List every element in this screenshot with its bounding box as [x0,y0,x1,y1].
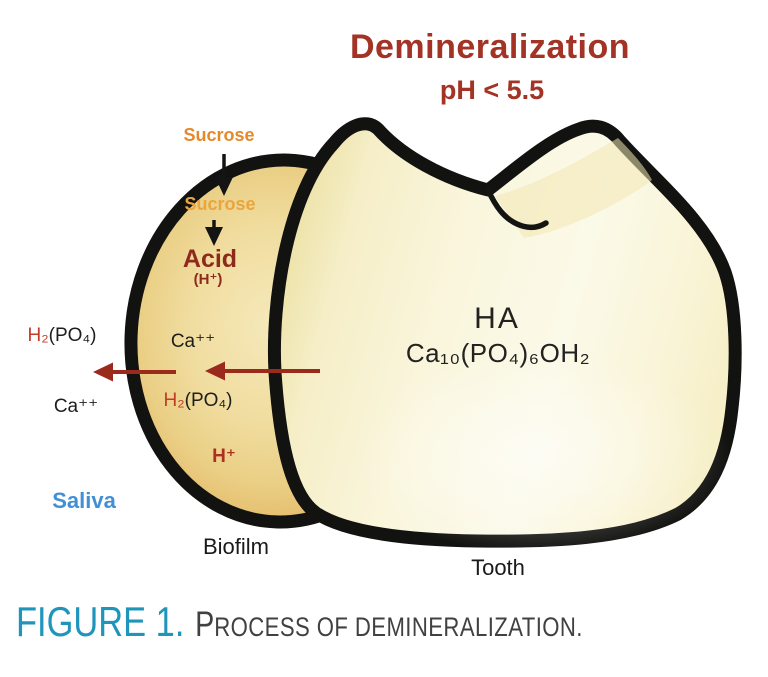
tooth-label: Tooth [471,555,525,580]
arrow-left-ion-flow-inner-icon [205,361,320,381]
biofilm-label: Biofilm [202,534,270,559]
phosphate-outer-h2: H₂ [27,325,49,346]
caption-text: PROCESS OF DEMINERALIZATION. [195,605,583,644]
arrow-down-sucrose-1-icon [215,154,233,196]
phosphate-inner-h2: H₂ [163,390,185,411]
sucrose-outer-label: Sucrose [183,125,255,145]
hydroxyapatite-formula-label: Ca₁₀(PO₄)₆OH₂ [405,338,591,368]
arrow-left-ion-flow-outer-icon [93,362,176,382]
hydroxyapatite-abbrev-label: HA [474,302,520,335]
phosphate-outer-po4: (PO₄) [48,325,97,346]
acid-label: Acid [182,245,238,273]
hydrogen-ion-inner-label: H⁺ [212,446,236,467]
arrow-down-sucrose-2-icon [205,220,223,246]
sucrose-inner-label: Sucrose [184,194,256,214]
fissure-line [485,187,549,230]
calcium-outer-label: Ca⁺⁺ [53,396,99,417]
phosphate-inner-po4: (PO₄) [184,390,233,411]
phosphate-outer-label: H₂(PO₄) [28,326,97,346]
tooth-highlight [350,355,730,555]
tooth-cusp-shading [495,138,652,238]
phosphate-inner-label: H₂(PO₄) [164,391,233,411]
saliva-label: Saliva [52,488,116,513]
ph-condition-label: pH < 5.5 [439,75,545,105]
figure-caption: FIGURE 1. PROCESS OF DEMINERALIZATION. [16,598,583,646]
diagram-title: Demineralization [349,28,631,66]
calcium-inner-label: Ca⁺⁺ [170,331,216,352]
caption-figure-number: FIGURE 1. [16,598,185,645]
acid-hydrogen-ion-label: (H⁺) [193,271,223,288]
